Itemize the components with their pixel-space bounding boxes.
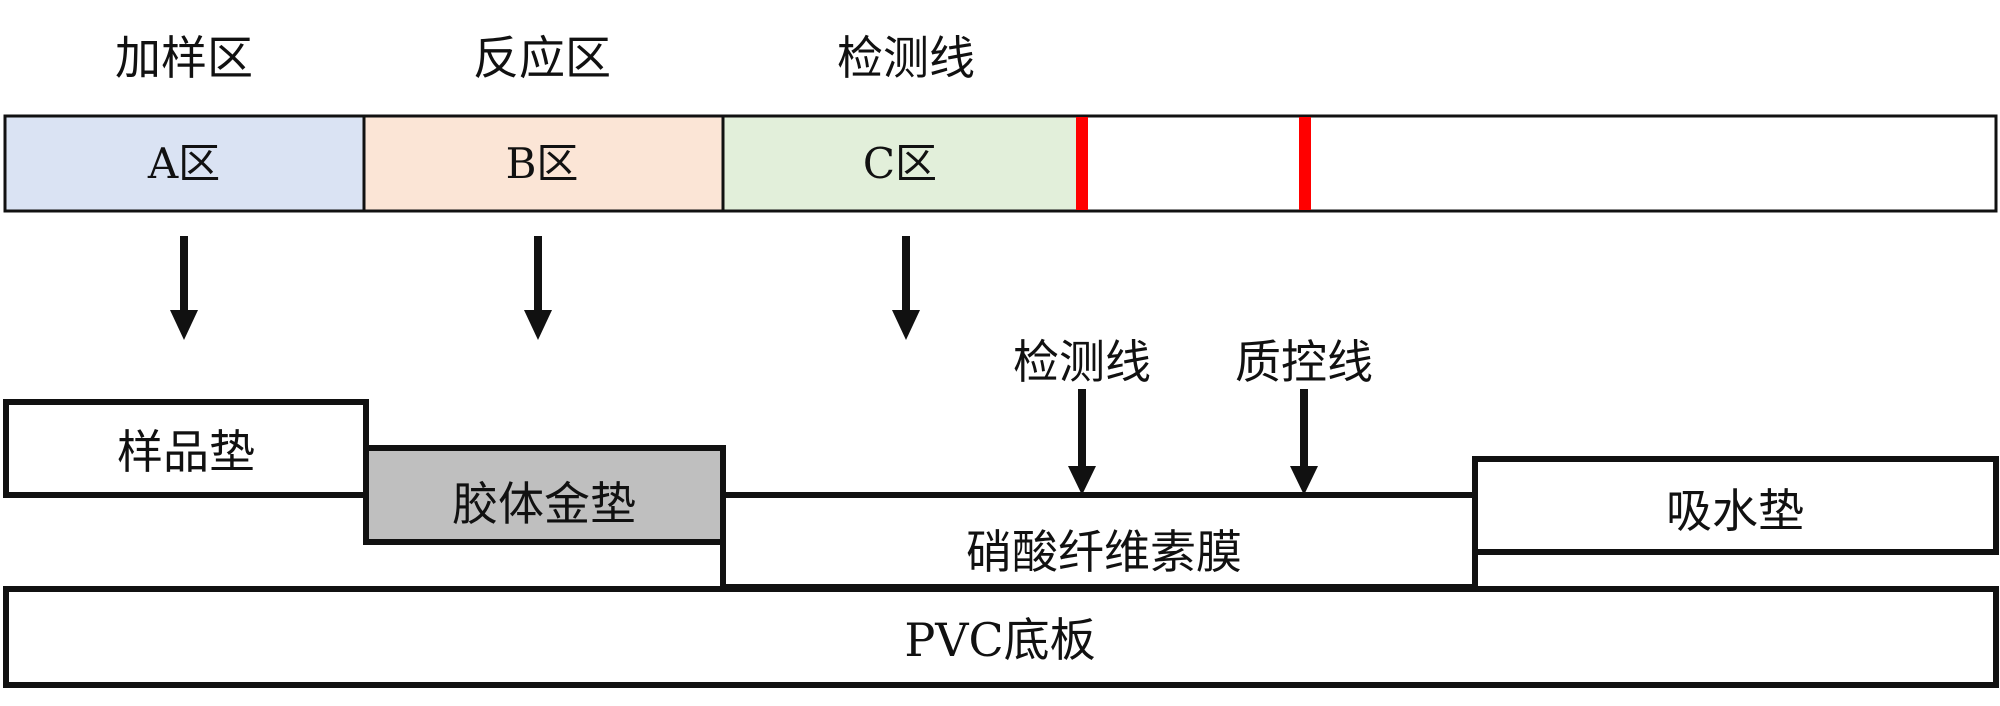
arrow-control-line <box>1290 389 1318 495</box>
arrow-down-icon <box>1290 466 1318 495</box>
zone-a-label: A区 <box>147 139 220 188</box>
label-control-line: 质控线 <box>1235 335 1373 389</box>
zone-b <box>362 114 725 213</box>
arrow-down-icon <box>1068 466 1096 495</box>
zone-rest <box>1076 114 1998 213</box>
colloidal-gold-pad <box>363 445 726 545</box>
strip-top-view: A区 B区 C区 <box>3 114 1998 213</box>
arrow-b <box>524 236 552 340</box>
pvc-backing-label: PVC底板 <box>904 613 1095 667</box>
absorbent-pad <box>1472 456 1999 555</box>
membrane-label: 硝酸纤维素膜 <box>966 525 1242 579</box>
label-detection-zone: 检测线 <box>837 31 975 85</box>
sample-pad <box>3 399 369 498</box>
zone-c <box>721 114 1080 213</box>
nitrocellulose-membrane <box>720 492 1478 590</box>
arrow-down-icon <box>892 310 920 340</box>
zone-a <box>3 114 366 213</box>
absorbent-pad-label: 吸水垫 <box>1666 484 1804 538</box>
arrow-test-line <box>1068 389 1096 495</box>
zone-b-label: B区 <box>506 139 579 188</box>
label-test-line: 检测线 <box>1013 335 1151 389</box>
pvc-backing <box>3 586 1999 688</box>
label-reaction-zone: 反应区 <box>473 31 611 85</box>
arrow-a <box>170 236 198 340</box>
arrow-down-icon <box>170 310 198 340</box>
zone-c-label: C区 <box>863 139 937 188</box>
arrow-down-icon <box>524 310 552 340</box>
test-line-red <box>1076 117 1088 210</box>
arrow-c <box>892 236 920 340</box>
gold-pad-label: 胶体金垫 <box>452 477 636 531</box>
control-line-red <box>1299 117 1311 210</box>
label-sample-zone: 加样区 <box>115 31 253 85</box>
sample-pad-label: 样品垫 <box>117 425 255 479</box>
